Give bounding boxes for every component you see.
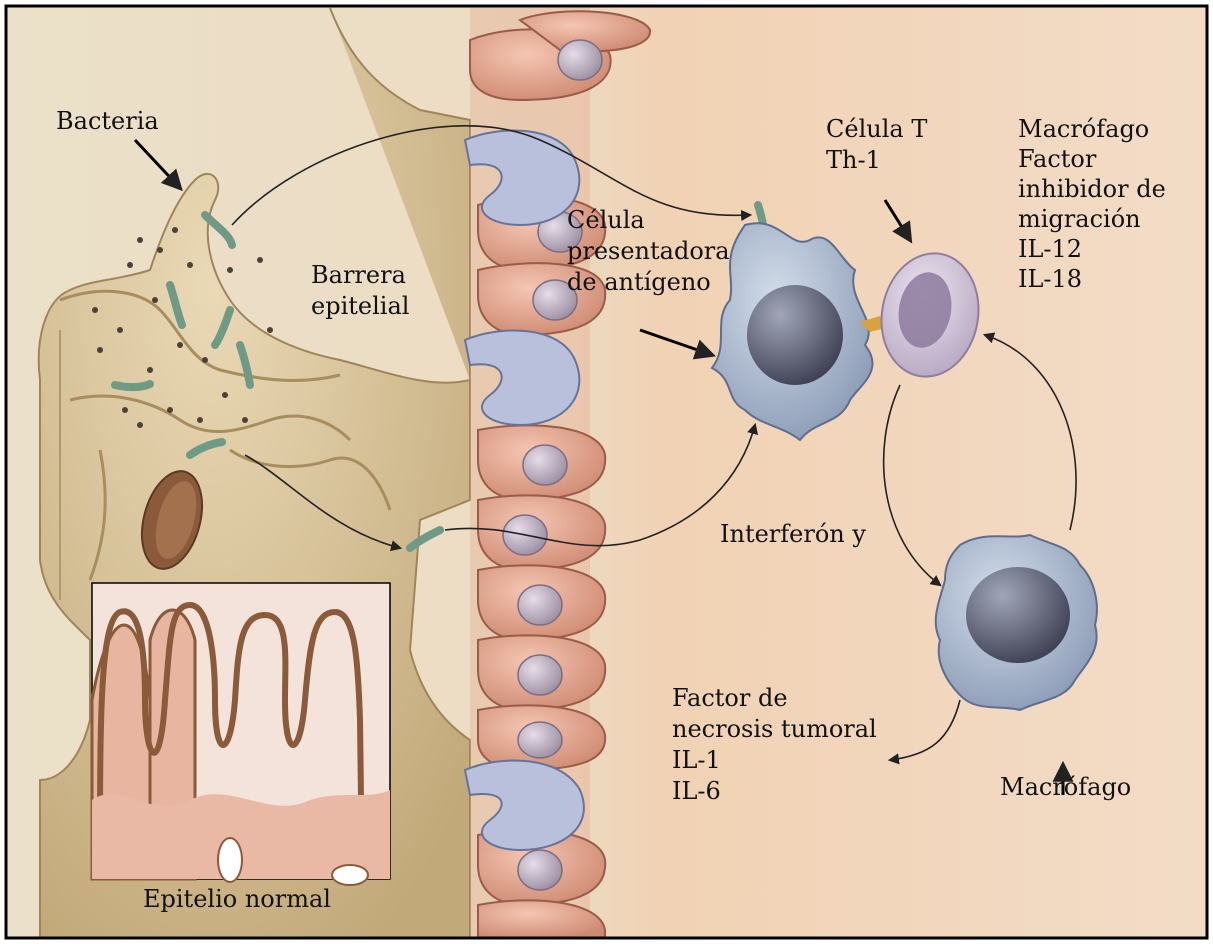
label-line: inhibidor de	[1018, 174, 1166, 204]
crypt-lumen	[332, 865, 368, 885]
label-bacteria-text: Bacteria	[56, 106, 159, 137]
label-line: Factor	[1018, 144, 1166, 174]
label-line: de antígeno	[567, 267, 730, 298]
label-epithelial-barrier: Barrera epitelial	[311, 260, 409, 322]
label-line: Factor de	[672, 683, 877, 714]
label-macrophage: Macrófago	[1000, 772, 1131, 803]
label-inset-text: Epitelio normal	[143, 884, 331, 915]
label-line: Barrera	[311, 260, 409, 291]
label-line: Célula	[567, 205, 730, 236]
crypt-lumen	[218, 838, 242, 882]
label-line: IL-1	[672, 745, 877, 776]
macrophage-nucleus	[966, 567, 1070, 663]
label-line: epitelial	[311, 291, 409, 322]
label-macrophage-factors: Macrófago Factor inhibidor de migración …	[1018, 114, 1166, 294]
macrophage-cell	[936, 535, 1097, 710]
label-inset: Epitelio normal	[143, 884, 331, 915]
label-line: Macrófago	[1018, 114, 1166, 144]
label-cytokines: Factor de necrosis tumoral IL-1 IL-6	[672, 683, 877, 807]
label-line: Th-1	[826, 145, 927, 176]
bacterium	[115, 384, 150, 387]
label-macrophage-text: Macrófago	[1000, 772, 1131, 803]
label-line: IL-12	[1018, 234, 1166, 264]
label-t-cell: Célula T Th-1	[826, 114, 927, 176]
label-line: IL-18	[1018, 264, 1166, 294]
label-apc: Célula presentadora de antígeno	[567, 205, 730, 298]
label-line: presentadora	[567, 236, 730, 267]
label-line: necrosis tumoral	[672, 714, 877, 745]
label-line: IL-6	[672, 776, 877, 807]
label-interferon-text: Interferón y	[720, 519, 866, 550]
apc-nucleus	[747, 285, 843, 385]
label-line: Célula T	[826, 114, 927, 145]
label-line: migración	[1018, 204, 1166, 234]
label-interferon: Interferón y	[720, 519, 866, 550]
inset-panel	[92, 583, 390, 885]
label-bacteria: Bacteria	[56, 106, 159, 137]
